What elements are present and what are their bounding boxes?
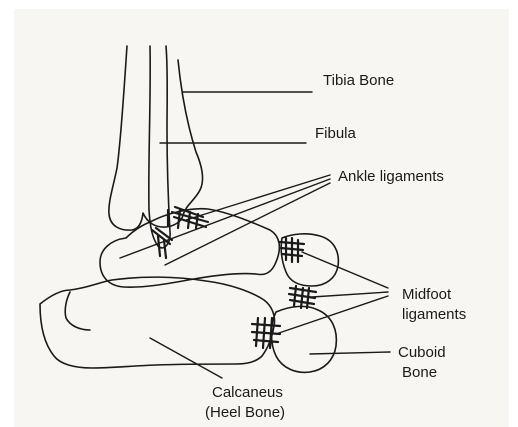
label-tibia: Tibia Bone [323, 72, 394, 90]
label-cuboid-line2: Bone [402, 364, 437, 382]
label-calcaneus-line2: (Heel Bone) [205, 404, 285, 422]
leader-midfoot-1 [302, 252, 388, 288]
label-cuboid-line1: Cuboid [398, 344, 446, 362]
calcaneus-inner-contour [65, 292, 90, 330]
calcaneus-bone [40, 277, 275, 368]
leader-ankle-ligaments-1 [186, 175, 330, 220]
leader-calcaneus [150, 338, 222, 378]
navicular-bone [281, 234, 338, 286]
label-ankle-ligaments: Ankle ligaments [338, 168, 444, 186]
leader-midfoot-2 [312, 292, 388, 297]
leader-cuboid [310, 352, 390, 354]
label-fibula: Fibula [315, 125, 356, 143]
tibia-bone [109, 46, 203, 230]
leader-midfoot-3 [276, 296, 388, 334]
label-midfoot-line2: ligaments [402, 306, 466, 324]
label-midfoot-line1: Midfoot [402, 286, 451, 304]
label-calcaneus-line1: Calcaneus [212, 384, 283, 402]
ankle-ligament-hatch [152, 207, 208, 258]
